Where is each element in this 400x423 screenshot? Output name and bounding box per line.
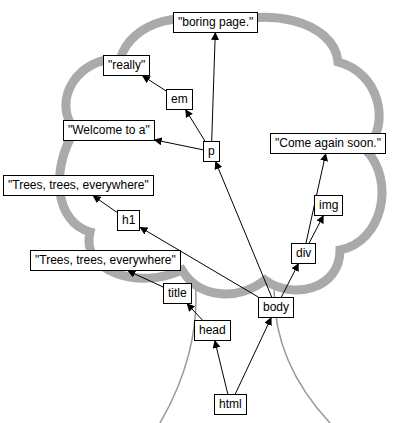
node-label: "really" [108,58,145,73]
node-label: body [263,300,289,315]
trunk-line [160,280,196,423]
dom-node-box: "Come again soon." [270,133,386,154]
dom-node-box: "boring page." [173,12,258,33]
dom-node-box: img [314,195,343,216]
child-arrow [93,196,117,212]
child-arrow [143,76,166,91]
node-label: p [208,144,215,159]
dom-node-box: "Welcome to a" [63,120,155,141]
node-label: div [296,246,311,261]
dom-node-box: h1 [117,210,140,231]
dom-node-box: "Trees, trees, everywhere" [3,175,154,196]
node-label: title [168,286,187,301]
node-label: img [319,198,338,213]
node-label: em [171,92,188,107]
dom-node-box: div [291,243,316,264]
node-label: html [219,397,242,412]
dom-node-box: "Trees, trees, everywhere" [30,250,181,271]
child-arrow [128,271,163,287]
node-label: "Trees, trees, everywhere" [8,178,149,193]
child-arrow [215,341,228,394]
dom-node-box: head [194,320,231,341]
node-label: "Trees, trees, everywhere" [35,253,176,268]
node-label: "Welcome to a" [68,123,150,138]
child-arrow [186,110,205,141]
child-arrow [281,264,298,297]
dom-node-box: "really" [103,55,150,76]
child-arrow [187,304,202,320]
child-arrow [235,318,271,394]
node-label: "boring page." [178,15,253,30]
dom-node-box: em [166,89,193,110]
child-arrow [212,33,216,141]
dom-node-box: title [163,283,192,304]
dom-node-box: p [203,141,220,162]
node-label: "Come again soon." [275,136,381,151]
child-arrow [155,140,203,150]
dom-node-box: body [258,297,294,318]
node-label: h1 [122,213,135,228]
node-label: head [199,323,226,338]
dom-node-box: html [214,394,247,415]
